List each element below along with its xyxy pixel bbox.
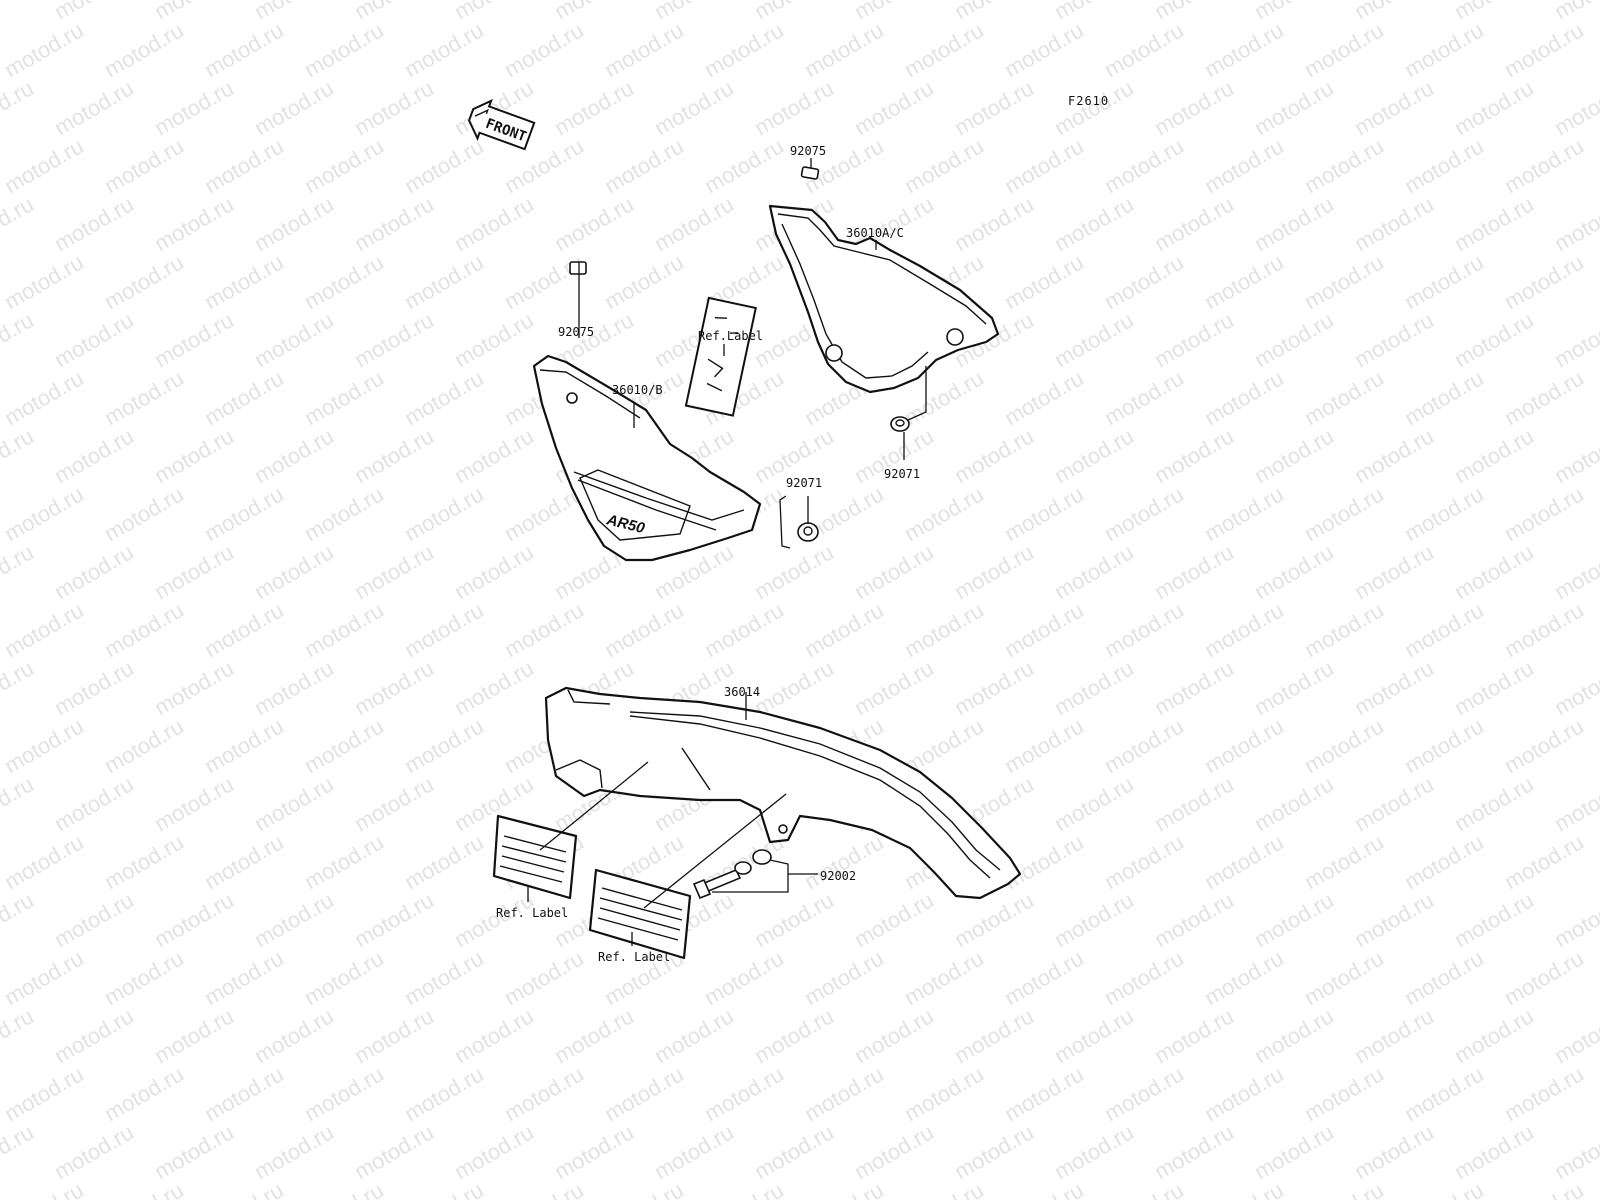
callout-92071-right: 92071 [884, 467, 920, 481]
side-cover-left: AR50 [532, 354, 762, 562]
callout-36014: 36014 [724, 685, 760, 699]
callout-92002: 92002 [820, 869, 856, 883]
ref-label-plate [684, 296, 757, 417]
callout-ref-label-plate: Ref.Label [698, 329, 763, 343]
ref-label-sticker-1 [492, 814, 578, 900]
chain-guard [544, 686, 1022, 900]
grommet-top [800, 166, 820, 180]
damper-left [797, 522, 819, 542]
washer-2 [752, 849, 772, 865]
washer-1 [734, 861, 752, 875]
ref-label-sticker-2 [588, 868, 692, 960]
callout-ref-label-2: Ref. Label [598, 950, 670, 964]
bolt [692, 868, 742, 900]
side-cover-right [768, 204, 1000, 394]
leader-lines [527, 158, 927, 946]
grommet-left [569, 261, 587, 275]
damper-right [890, 416, 910, 432]
callout-92071-left: 92071 [786, 476, 822, 490]
callout-36010-b: 36010/B [612, 383, 663, 397]
callout-36010a-c: 36010A/C [846, 226, 904, 240]
front-arrow-icon: FRONT [468, 98, 536, 151]
callout-92075-top: 92075 [790, 144, 826, 158]
callout-92075-left: 92075 [558, 325, 594, 339]
callout-ref-label-1: Ref. Label [496, 906, 568, 920]
figure-code: F2610 [1068, 94, 1109, 108]
